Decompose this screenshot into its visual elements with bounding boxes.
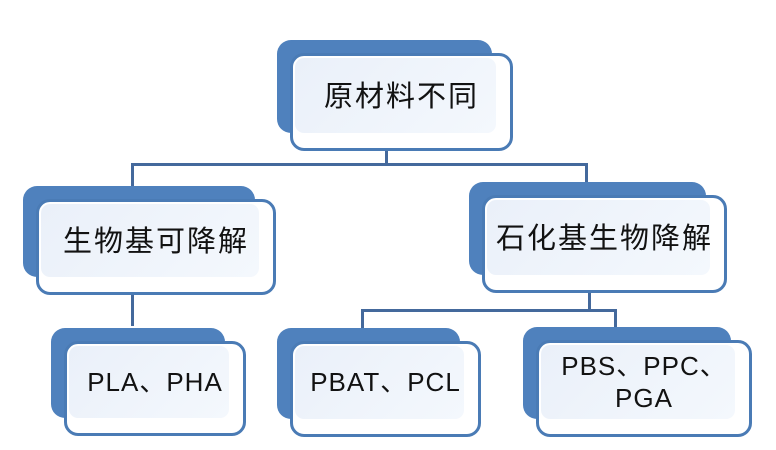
connector-stub-bio bbox=[131, 163, 134, 188]
connector-stub-petro bbox=[585, 163, 588, 185]
connector-stub-pbs bbox=[614, 309, 617, 328]
node-pla-label: PLA、PHA bbox=[87, 366, 223, 397]
node-petro: 石化基生物降解 bbox=[469, 182, 727, 293]
node-pbs-label: PBS、PPC、 PGA bbox=[561, 351, 727, 413]
node-pbat-fill bbox=[295, 346, 464, 419]
node-root-label: 原材料不同 bbox=[323, 78, 479, 113]
node-root-fill bbox=[295, 58, 496, 133]
node-pbat-face: PBAT、PCL bbox=[290, 341, 481, 437]
connector-stub-pbat bbox=[361, 309, 364, 329]
node-petro-label: 石化基生物降解 bbox=[495, 220, 713, 255]
node-pbat: PBAT、PCL bbox=[277, 328, 481, 437]
node-bio: 生物基可降解 bbox=[23, 186, 276, 295]
node-pla: PLA、PHA bbox=[51, 328, 246, 436]
node-pla-fill bbox=[69, 346, 229, 418]
connector-level2-horizontal bbox=[361, 309, 617, 312]
node-pbat-label: PBAT、PCL bbox=[310, 367, 461, 398]
node-bio-label: 生物基可降解 bbox=[62, 223, 249, 258]
node-bio-face: 生物基可降解 bbox=[36, 199, 276, 295]
node-pla-face: PLA、PHA bbox=[64, 341, 246, 436]
node-pbs-fill bbox=[541, 345, 735, 419]
node-pbs-face: PBS、PPC、 PGA bbox=[536, 340, 752, 437]
connector-root-vertical bbox=[385, 149, 388, 166]
node-root-face: 原材料不同 bbox=[290, 53, 513, 151]
node-petro-face: 石化基生物降解 bbox=[482, 195, 727, 293]
node-petro-fill bbox=[487, 200, 710, 275]
node-root: 原材料不同 bbox=[277, 40, 513, 151]
node-bio-fill bbox=[41, 204, 259, 277]
connector-petro-vertical bbox=[588, 291, 591, 312]
connector-level1-horizontal bbox=[131, 163, 588, 166]
connector-bio-pla bbox=[131, 293, 134, 326]
node-pbs: PBS、PPC、 PGA bbox=[523, 327, 752, 437]
